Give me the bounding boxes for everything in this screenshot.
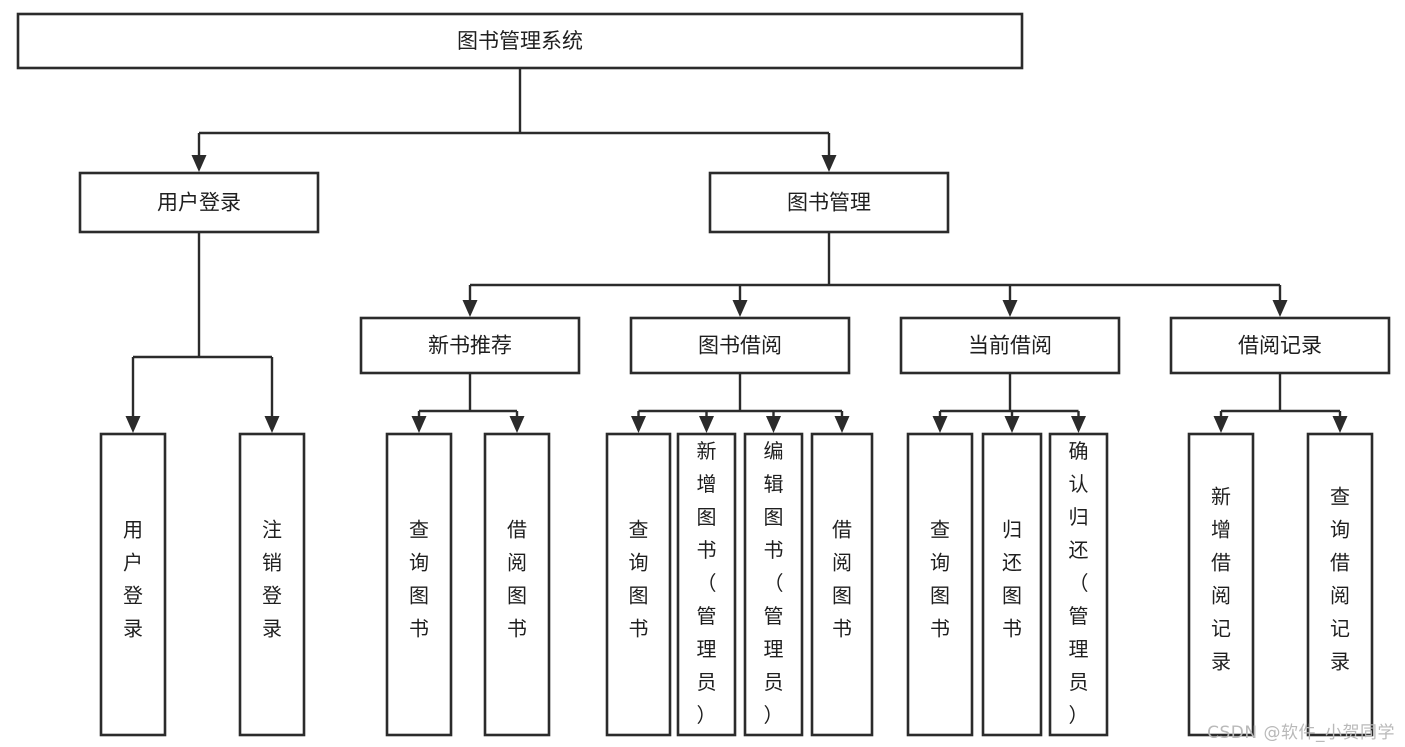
arrow-head-icon bbox=[766, 416, 781, 433]
arrow-head-icon bbox=[1004, 416, 1020, 433]
node-label: 图书管理系统 bbox=[457, 29, 583, 53]
node-label: 归还图书 bbox=[1002, 518, 1022, 641]
node-borrow[interactable]: 图书借阅 bbox=[629, 316, 851, 375]
node-label: 注销登录 bbox=[262, 518, 282, 641]
arrow-head-icon bbox=[125, 416, 141, 433]
node-box bbox=[981, 432, 1043, 737]
node-leaf-query-book-2[interactable]: 查询图书 bbox=[605, 432, 672, 737]
node-box bbox=[629, 316, 851, 375]
node-leaf-edit-book[interactable]: 编辑图书（管理员） bbox=[743, 432, 804, 737]
node-label: 确认归还（管理员） bbox=[1069, 439, 1089, 727]
node-root[interactable]: 图书管理系统 bbox=[16, 12, 1024, 70]
node-login[interactable]: 用户登录 bbox=[78, 171, 320, 234]
arrow-head-icon bbox=[834, 416, 850, 433]
node-leaf-user-login[interactable]: 用户登录 bbox=[99, 432, 167, 737]
node-current[interactable]: 当前借阅 bbox=[899, 316, 1121, 375]
node-box bbox=[899, 316, 1121, 375]
connector-records bbox=[1213, 373, 1348, 433]
node-label: 借阅图书 bbox=[507, 518, 527, 641]
node-leaf-user-logout[interactable]: 注销登录 bbox=[238, 432, 306, 737]
node-label: 新书推荐 bbox=[428, 334, 512, 358]
connector-root bbox=[191, 68, 837, 172]
node-label: 借阅记录 bbox=[1238, 334, 1322, 358]
node-leaf-borrow-book-1[interactable]: 借阅图书 bbox=[483, 432, 551, 737]
node-box bbox=[385, 432, 453, 737]
node-label: 查询图书 bbox=[629, 518, 649, 641]
arrow-head-icon bbox=[264, 416, 280, 433]
arrow-head-icon bbox=[732, 300, 748, 317]
node-box bbox=[99, 432, 167, 737]
arrow-head-icon bbox=[932, 416, 948, 433]
node-box bbox=[810, 432, 874, 737]
node-label: 图书借阅 bbox=[698, 334, 782, 358]
arrow-head-icon bbox=[1002, 300, 1018, 317]
arrow-head-icon bbox=[462, 300, 478, 317]
node-leaf-return-book[interactable]: 归还图书 bbox=[981, 432, 1043, 737]
node-box bbox=[743, 432, 804, 737]
node-box bbox=[1306, 432, 1374, 737]
node-leaf-query-book-3[interactable]: 查询图书 bbox=[906, 432, 974, 737]
node-box bbox=[78, 171, 320, 234]
node-box bbox=[1048, 432, 1109, 737]
node-label: 查询图书 bbox=[930, 518, 950, 641]
node-box bbox=[483, 432, 551, 737]
node-label: 查询借阅记录 bbox=[1330, 485, 1350, 674]
arrow-head-icon bbox=[191, 155, 207, 172]
node-label: 编辑图书（管理员） bbox=[764, 439, 784, 727]
node-label: 用户登录 bbox=[157, 191, 241, 215]
connector-layer bbox=[125, 68, 1348, 433]
connector-newbook bbox=[411, 373, 525, 433]
arrow-head-icon bbox=[1272, 300, 1288, 317]
node-leaf-add-book[interactable]: 新增图书（管理员） bbox=[676, 432, 737, 737]
connector-bookmgmt bbox=[462, 232, 1288, 317]
node-label: 当前借阅 bbox=[968, 334, 1052, 358]
node-label: 用户登录 bbox=[123, 518, 143, 641]
arrow-head-icon bbox=[509, 416, 525, 433]
node-leaf-query-book-1[interactable]: 查询图书 bbox=[385, 432, 453, 737]
node-label: 图书管理 bbox=[787, 191, 871, 215]
node-leaf-add-record[interactable]: 新增借阅记录 bbox=[1187, 432, 1255, 737]
node-box bbox=[1187, 432, 1255, 737]
node-leaf-borrow-book-2[interactable]: 借阅图书 bbox=[810, 432, 874, 737]
node-bookmgmt[interactable]: 图书管理 bbox=[708, 171, 950, 234]
node-label: 查询图书 bbox=[409, 518, 429, 641]
node-label: 新增图书（管理员） bbox=[697, 439, 717, 727]
node-leaf-query-record[interactable]: 查询借阅记录 bbox=[1306, 432, 1374, 737]
node-box bbox=[1169, 316, 1391, 375]
connector-current bbox=[932, 373, 1086, 433]
node-box bbox=[605, 432, 672, 737]
node-box bbox=[16, 12, 1024, 70]
arrow-head-icon bbox=[1332, 416, 1348, 433]
node-box bbox=[906, 432, 974, 737]
node-box bbox=[676, 432, 737, 737]
node-box bbox=[359, 316, 581, 375]
arrow-head-icon bbox=[821, 155, 837, 172]
arrow-head-icon bbox=[1213, 416, 1229, 433]
connector-borrow bbox=[631, 373, 850, 433]
node-box bbox=[238, 432, 306, 737]
arrow-head-icon bbox=[1071, 416, 1086, 433]
node-label: 借阅图书 bbox=[832, 518, 852, 641]
connector-login bbox=[125, 232, 280, 433]
node-newbook[interactable]: 新书推荐 bbox=[359, 316, 581, 375]
node-label: 新增借阅记录 bbox=[1211, 485, 1231, 674]
node-box bbox=[708, 171, 950, 234]
node-records[interactable]: 借阅记录 bbox=[1169, 316, 1391, 375]
node-layer: 图书管理系统用户登录图书管理新书推荐图书借阅当前借阅借阅记录用户登录注销登录查询… bbox=[16, 12, 1391, 737]
csdn-watermark: CSDN @软件_小贺同学 bbox=[1207, 723, 1395, 743]
arrow-head-icon bbox=[631, 416, 646, 433]
node-leaf-confirm-return[interactable]: 确认归还（管理员） bbox=[1048, 432, 1109, 737]
arrow-head-icon bbox=[699, 416, 714, 433]
arrow-head-icon bbox=[411, 416, 427, 433]
